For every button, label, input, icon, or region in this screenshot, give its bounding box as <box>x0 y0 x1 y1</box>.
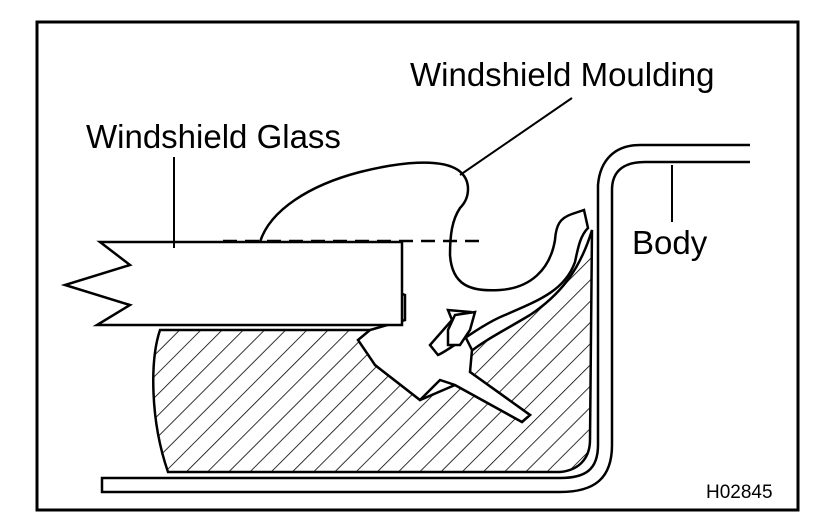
figure-id: H02845 <box>706 482 773 503</box>
moulding-inner-lip <box>446 310 477 347</box>
label-windshield-moulding: Windshield Moulding <box>410 56 715 93</box>
body-panel-outer <box>100 143 750 494</box>
windshield-glass <box>60 240 404 327</box>
label-windshield-glass: Windshield Glass <box>86 118 341 155</box>
label-body: Body <box>632 224 708 261</box>
leader-line-moulding <box>459 97 573 176</box>
